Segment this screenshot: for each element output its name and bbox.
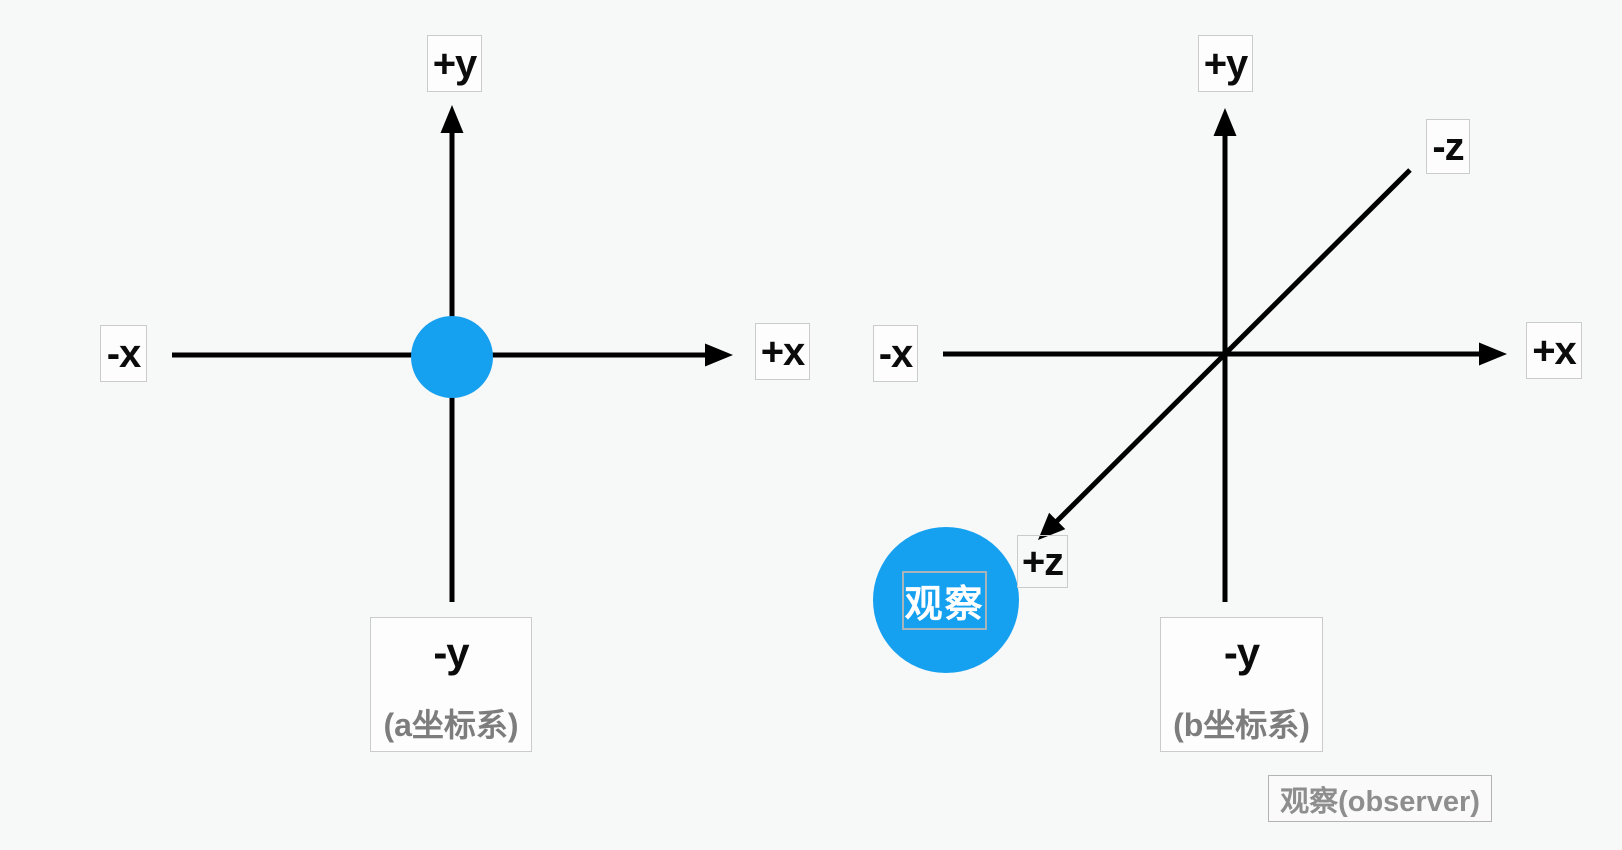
a-pos-y-label: +y <box>427 35 482 92</box>
b-pos-z-label: +z <box>1017 535 1068 588</box>
a-caption-box: -y (a坐标系) <box>370 617 532 752</box>
b-neg-x-label: -x <box>873 325 918 382</box>
b-neg-z-label: -z <box>1426 119 1470 174</box>
b-observer-note: 观察(observer) <box>1268 775 1492 822</box>
b-pos-y-label: +y <box>1198 35 1253 92</box>
a-pos-y-arrowhead-icon <box>440 105 464 133</box>
a-caption: (a坐标系) <box>383 707 519 743</box>
b-neg-y-label: -y <box>1223 629 1260 676</box>
b-z-axis-line <box>1051 168 1412 527</box>
a-pos-x-label: +x <box>755 323 810 380</box>
a-neg-x-label: -x <box>100 325 147 382</box>
b-observer-dot <box>873 527 1019 673</box>
a-neg-y-label: -y <box>433 629 469 676</box>
b-observer-marker-label: 观察 <box>902 571 987 630</box>
a-pos-x-arrowhead-icon <box>705 343 733 367</box>
b-pos-y-arrowhead-icon <box>1213 108 1237 136</box>
b-pos-x-arrowhead-icon <box>1479 342 1507 366</box>
b-pos-x-label: +x <box>1526 322 1582 379</box>
b-pos-z-arrowhead-icon <box>1038 512 1066 540</box>
b-caption: (b坐标系) <box>1173 707 1310 743</box>
b-caption-box: -y (b坐标系) <box>1160 617 1323 752</box>
a-origin-dot <box>411 316 493 398</box>
